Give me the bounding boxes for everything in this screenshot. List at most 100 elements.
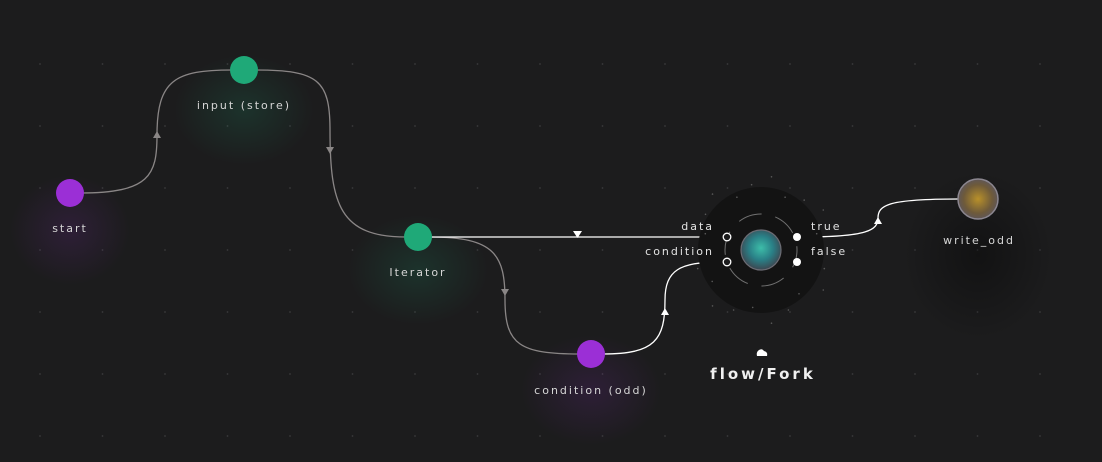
fork-sparkle [815, 232, 818, 235]
grid-dot [664, 435, 666, 437]
fork-sparkle [784, 196, 786, 198]
grid-dot [164, 125, 166, 127]
grid-dot [101, 435, 104, 437]
node-label-input-store: input (store) [196, 99, 292, 112]
fork-port-false[interactable] [793, 258, 801, 266]
grid-dot [476, 187, 479, 189]
grid-dot [664, 125, 666, 127]
node-write-odd[interactable] [957, 178, 999, 220]
node-label-iterator: Iterator [389, 266, 447, 279]
fork-sparkle [736, 196, 738, 198]
grid-dot [39, 125, 41, 127]
grid-dot [539, 187, 541, 189]
grid-dot [851, 187, 854, 189]
grid-dot [851, 63, 854, 65]
node-glows [10, 55, 1053, 445]
background-grid [39, 63, 1041, 437]
edge-iterator-to-condition[interactable] [429, 236, 581, 355]
fork-port-data[interactable] [722, 232, 732, 242]
node-iterator[interactable] [404, 223, 432, 251]
grid-dot [789, 311, 791, 313]
grid-dot [1039, 435, 1041, 437]
fork-sparkle [798, 293, 800, 295]
grid-dot [539, 311, 541, 313]
grid-dot [164, 311, 166, 313]
fork-sparkle [803, 199, 805, 201]
grid-dot [664, 63, 666, 65]
grid-dot [789, 187, 791, 189]
grid-dot [39, 311, 41, 313]
grid-dot [289, 63, 291, 65]
grid-dot [351, 435, 354, 437]
fork-sparkle [696, 267, 699, 270]
grid-dot [789, 63, 791, 65]
grid-dot [476, 125, 479, 127]
fork-sparkle [704, 213, 707, 216]
grid-dot [1039, 373, 1041, 375]
grid-dot [789, 125, 791, 127]
grid-dot [726, 187, 729, 189]
node-label-start: start [52, 222, 88, 235]
grid-dot [914, 311, 916, 313]
grid-dot [851, 311, 854, 313]
grid-dot [976, 125, 979, 127]
grid-dot [539, 435, 541, 437]
grid-dot [851, 249, 854, 251]
grid-dot [226, 249, 229, 251]
grid-dot [726, 63, 729, 65]
fork-sparkle [822, 289, 825, 291]
grid-dot [789, 373, 791, 375]
edge-input-to-iterator[interactable] [255, 69, 407, 238]
fork-sparkle [751, 306, 754, 309]
fork-port-label-data: data [681, 220, 714, 233]
fork-node[interactable] [686, 176, 826, 325]
grid-dot [226, 311, 229, 313]
grid-dot [476, 373, 479, 375]
grid-dot [289, 249, 291, 251]
edge-condition-to-fork-condition[interactable] [602, 261, 721, 355]
grid-dot [289, 373, 291, 375]
grid-dot [601, 63, 604, 65]
grid-dot [289, 187, 291, 189]
grid-dot [1039, 125, 1041, 127]
grid-dot [914, 63, 916, 65]
fork-sparkle [711, 280, 713, 283]
grid-dot [601, 249, 604, 251]
fork-sparkle [732, 309, 735, 311]
nodes [56, 56, 999, 368]
grid-dot [289, 311, 291, 313]
grid-dot [226, 187, 229, 189]
grid-dot [414, 187, 416, 189]
grid-dot [289, 435, 291, 437]
fork-port-true[interactable] [793, 233, 801, 241]
arrow-up-icon [874, 217, 882, 224]
node-condition-odd[interactable] [577, 340, 605, 368]
fork-sparkles [686, 176, 826, 325]
grid-dot [664, 249, 666, 251]
grid-dot [1039, 311, 1041, 313]
fork-sparkle [711, 193, 714, 195]
grid-dot [976, 435, 979, 437]
fork-sparkle [822, 209, 825, 211]
grid-dot [476, 311, 479, 313]
grid-dot [726, 435, 729, 437]
fork-port-condition[interactable] [722, 257, 732, 267]
fork-sparkle [770, 176, 773, 178]
node-input-store[interactable] [230, 56, 258, 84]
grid-dot [101, 63, 104, 65]
grid-dot [726, 311, 729, 313]
node-start[interactable] [56, 179, 84, 207]
grid-dot [226, 435, 229, 437]
grid-dot [976, 63, 979, 65]
fork-sparkle [770, 322, 773, 325]
grid-dot [914, 373, 916, 375]
fork-sparkle [711, 305, 714, 307]
fork-sparkle [787, 309, 790, 311]
grid-dot [39, 435, 41, 437]
arrow-down-icon [501, 289, 509, 296]
fork-core [740, 229, 782, 271]
grid-dot [476, 435, 479, 437]
grid-dot [101, 125, 104, 127]
grid-dot [851, 373, 854, 375]
